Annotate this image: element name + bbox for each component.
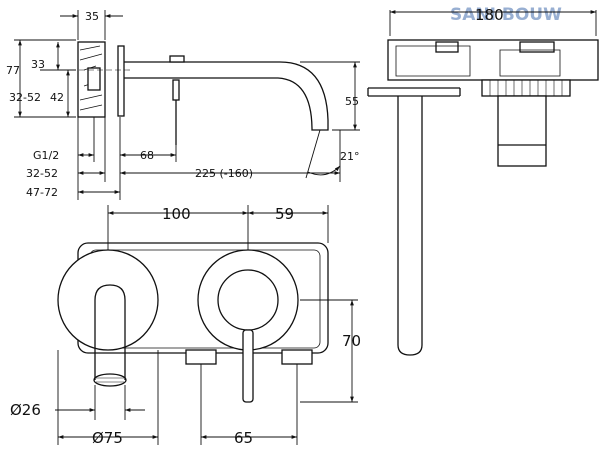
dim-g12: G1/2 (33, 149, 59, 162)
spout-end (397, 96, 423, 356)
dim-dia26: Ø26 (10, 401, 41, 419)
end-view (367, 10, 599, 356)
dim-65: 65 (234, 429, 253, 447)
dim-100: 100 (162, 205, 191, 223)
cartridge (497, 95, 547, 167)
front-spout (94, 284, 126, 380)
front-view (57, 242, 329, 403)
front-view-dimensions (55, 205, 358, 445)
dim-35: 35 (85, 10, 99, 23)
dim-47-72: 47-72 (26, 186, 58, 199)
dim-32-52-left: 32-52 (9, 91, 41, 104)
spout-outlet (93, 373, 127, 387)
escutcheon-plate (117, 45, 125, 117)
spout-rosette (57, 249, 159, 351)
dim-angle: 21° (340, 150, 360, 163)
dim-70: 70 (342, 332, 361, 350)
dim-225: 225 (-160) (195, 167, 253, 180)
thread-block (481, 79, 571, 97)
spout (124, 61, 329, 131)
side-view-labels: 35 77 33 42 32-52 55 G1/2 68 32-52 225 (… (6, 10, 360, 199)
dim-180: 180 (475, 6, 504, 24)
top-handle (169, 55, 185, 63)
dim-55: 55 (345, 95, 359, 108)
dim-32-52: 32-52 (26, 167, 58, 180)
end-body (387, 39, 599, 81)
front-view-labels: 100 59 70 Ø26 Ø75 65 (10, 205, 361, 447)
dim-68: 68 (140, 149, 154, 162)
wall-body (77, 41, 106, 118)
watermark-text: SANI BOUW (450, 5, 562, 25)
dim-dia75: Ø75 (92, 429, 123, 447)
dim-77: 77 (6, 64, 20, 77)
dim-33: 33 (31, 58, 45, 71)
front-lever (242, 329, 254, 403)
side-view (70, 41, 329, 145)
dim-42: 42 (50, 91, 64, 104)
dim-59: 59 (275, 205, 294, 223)
side-view-dimensions (14, 10, 360, 200)
